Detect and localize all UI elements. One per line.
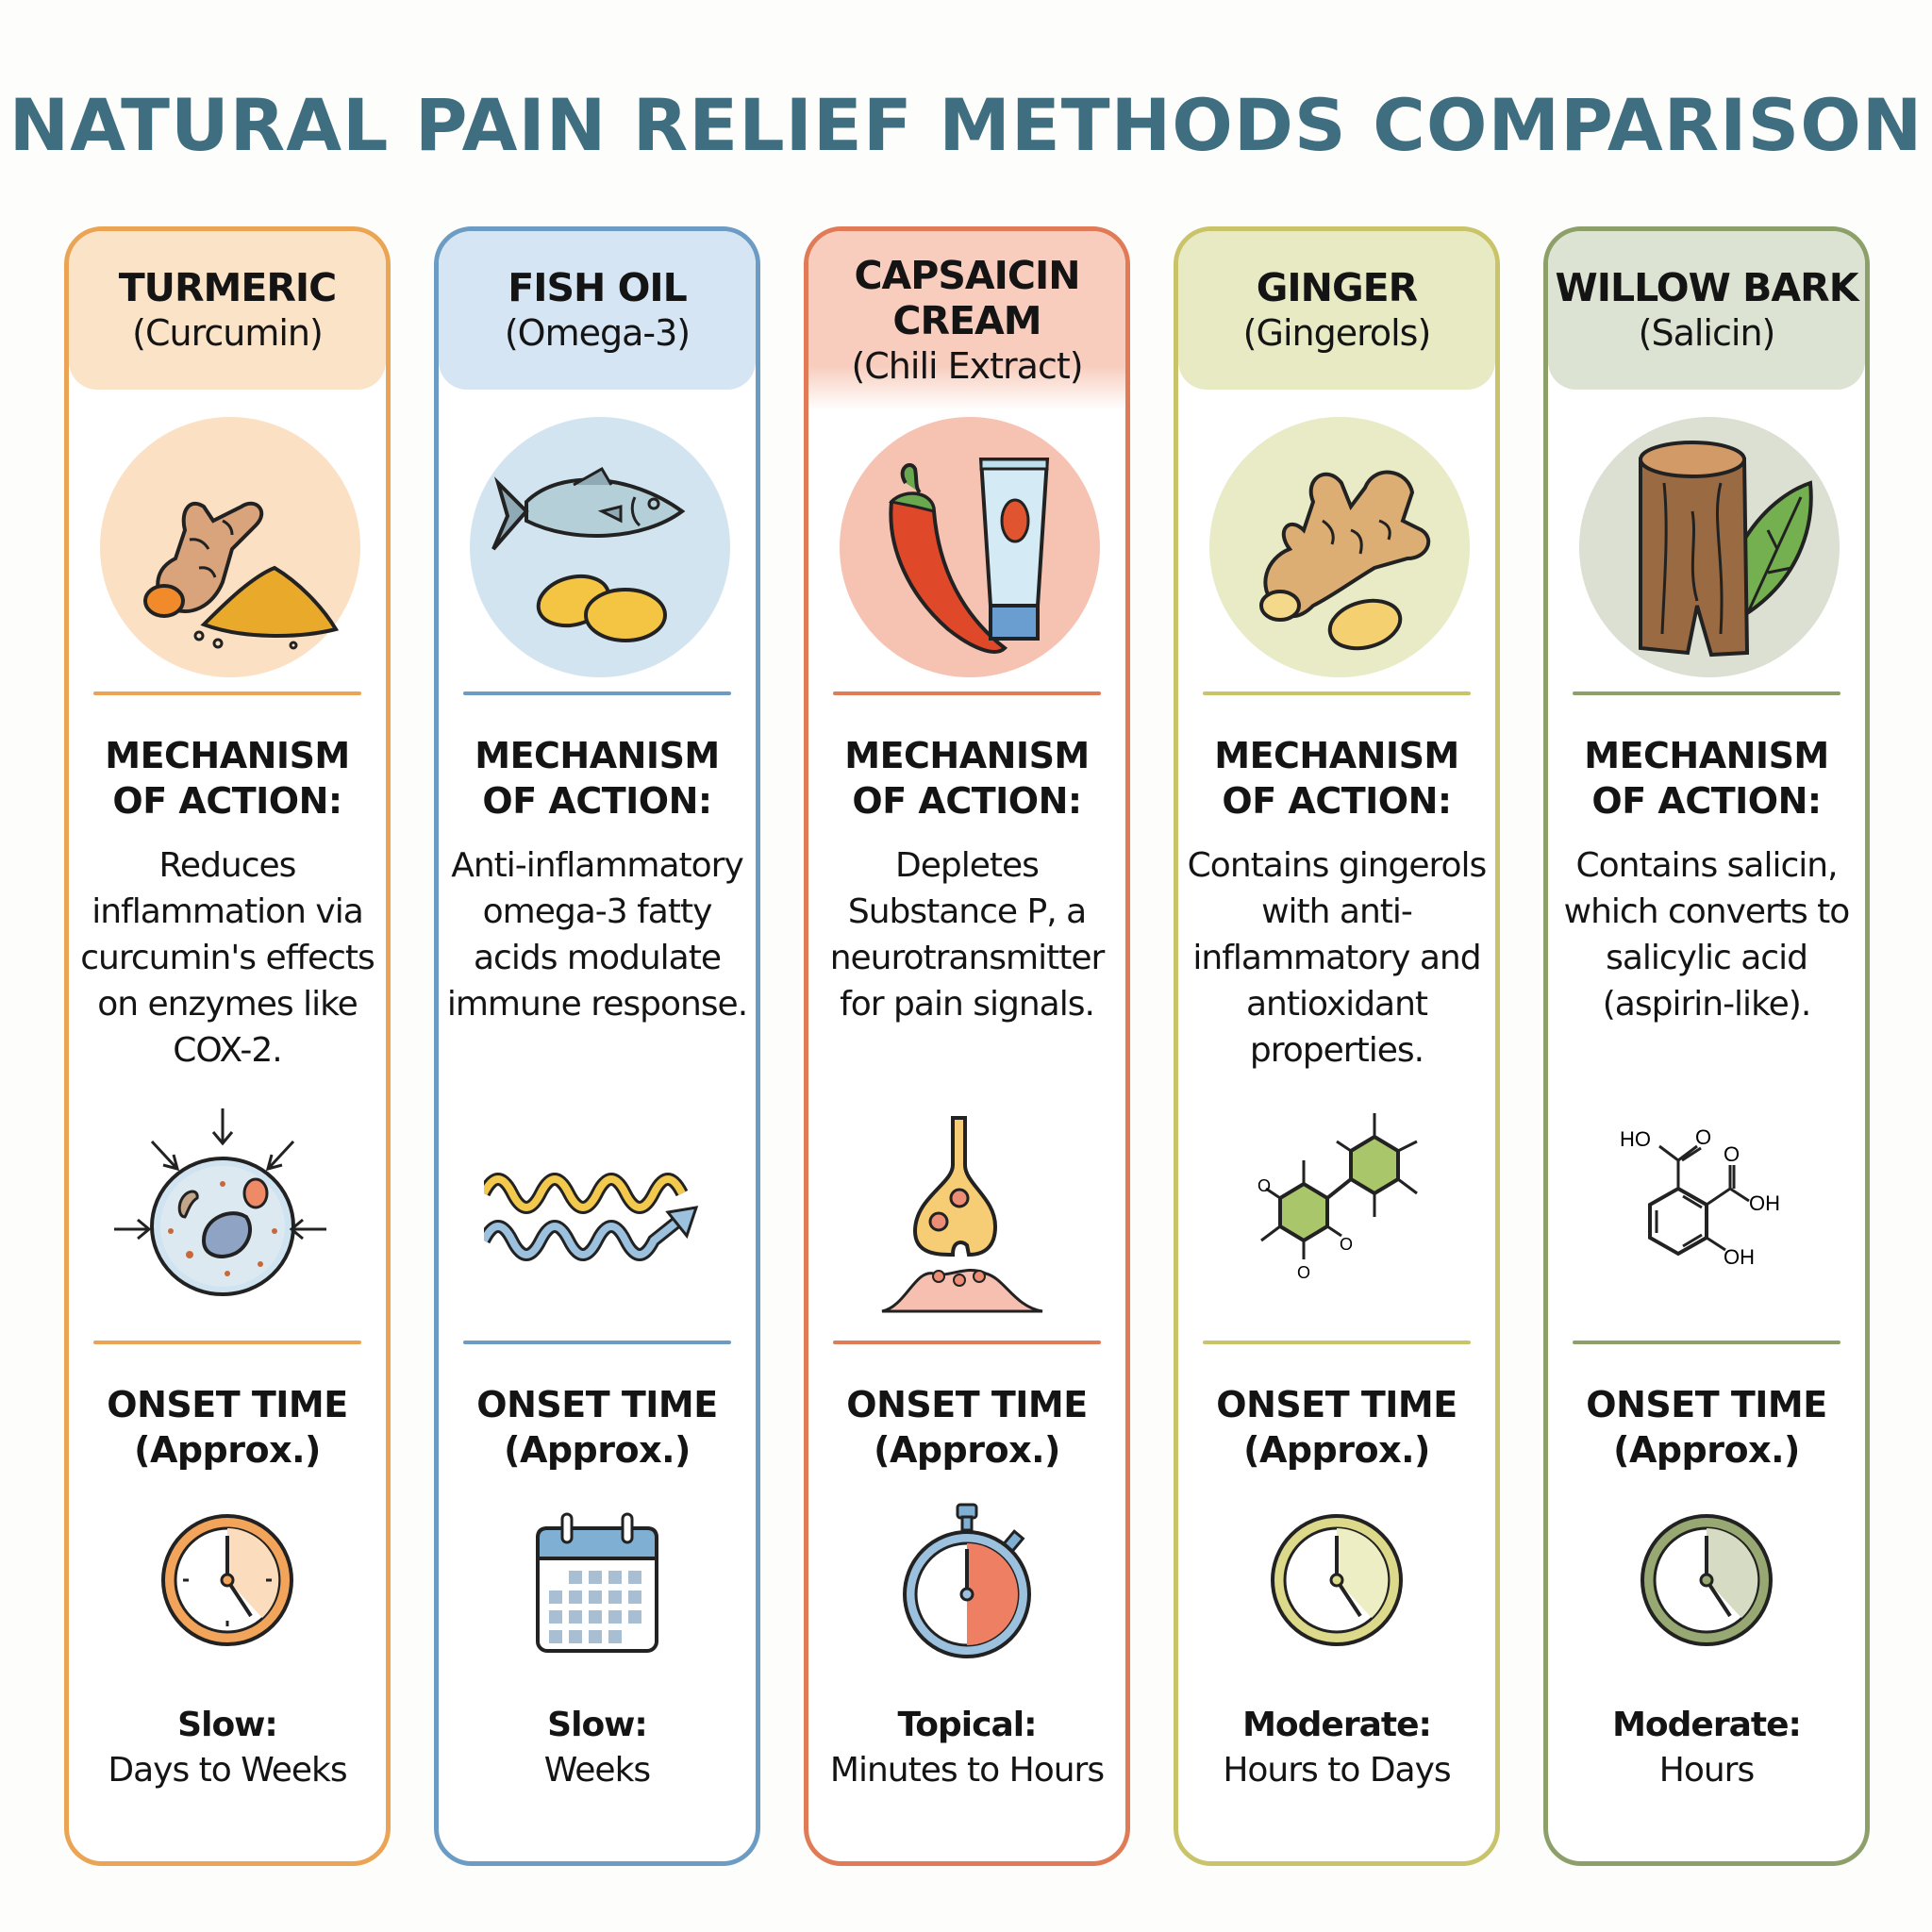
molecule-structure-icon: O O O: [1224, 1099, 1450, 1325]
wave-signal-icon: [477, 1080, 710, 1307]
section-divider: [93, 1341, 361, 1344]
section-divider: [93, 691, 361, 695]
synapse-icon: [854, 1108, 1080, 1335]
fish-and-capsules-icon: [470, 417, 730, 677]
log-and-leaf-icon: [1579, 417, 1840, 677]
turmeric-root-and-powder-icon: [100, 417, 360, 677]
onset-heading: ONSET TIME(Approx.): [1586, 1384, 1827, 1471]
section-divider: [1573, 691, 1840, 695]
mechanism-description: Contains salicin, which converts to sali…: [1563, 846, 1851, 1024]
onset-range: Minutes to Hours: [829, 1751, 1105, 1790]
onset-speed: Slow:: [177, 1706, 278, 1744]
onset-speed: Moderate:: [1242, 1706, 1432, 1744]
method-compound: (Omega-3): [504, 312, 691, 354]
method-compound: (Curcumin): [132, 312, 324, 354]
page-title: NATURAL PAIN RELIEF METHODS COMPARISON: [8, 83, 1924, 167]
clock-icon: [157, 1500, 298, 1660]
card-header: FISH OIL (Omega-3): [439, 231, 756, 390]
svg-text:O: O: [1724, 1142, 1740, 1166]
svg-text:O: O: [1340, 1235, 1353, 1254]
section-divider: [833, 1341, 1101, 1344]
svg-text:HO: HO: [1620, 1127, 1651, 1151]
method-name: WILLOW BARK: [1555, 265, 1859, 310]
onset-range: Hours to Days: [1223, 1751, 1451, 1790]
section-divider: [1203, 1341, 1471, 1344]
method-name: TURMERIC: [118, 265, 338, 310]
onset-speed: Slow:: [547, 1706, 648, 1744]
svg-text:OH: OH: [1724, 1245, 1755, 1269]
svg-text:O: O: [1257, 1176, 1271, 1195]
method-name-line2: CREAM: [892, 298, 1041, 343]
section-divider: [833, 691, 1101, 695]
onset-range: Days to Weeks: [108, 1751, 347, 1790]
onset-range: Hours: [1658, 1751, 1755, 1790]
svg-text:OH: OH: [1749, 1191, 1780, 1215]
card-header: GINGER (Gingerols): [1178, 231, 1495, 390]
method-compound: (Salicin): [1638, 312, 1776, 354]
calendar-icon: [526, 1500, 668, 1660]
mechanism-description: Anti-inflammatory omega-3 fatty acids mo…: [446, 846, 748, 1024]
mechanism-description: Contains gingerols with anti-inflammator…: [1187, 846, 1488, 1070]
section-divider: [463, 691, 731, 695]
cell-under-pressure-icon: [114, 1099, 341, 1325]
onset-heading: ONSET TIME(Approx.): [846, 1384, 1088, 1471]
method-name-line1: CAPSAICIN: [854, 253, 1080, 298]
ginger-root-icon: [1209, 417, 1470, 677]
onset-range: Weeks: [543, 1751, 651, 1790]
onset-heading: ONSET TIME(Approx.): [107, 1384, 348, 1471]
method-name: GINGER: [1256, 265, 1418, 310]
section-divider: [1573, 1341, 1840, 1344]
section-divider: [1203, 691, 1471, 695]
method-card-capsaicin-cream: CAPSAICIN CREAM (Chili Extract) MECHANIS…: [804, 226, 1130, 1866]
clock-icon: [1636, 1500, 1777, 1660]
chili-and-cream-tube-icon: [840, 417, 1100, 677]
onset-speed: Topical:: [897, 1706, 1038, 1744]
onset-heading: ONSET TIME(Approx.): [1216, 1384, 1457, 1471]
salicylic-acid-structure-icon: HO O O OH OH: [1593, 1099, 1820, 1325]
section-divider: [463, 1341, 731, 1344]
card-header: CAPSAICIN CREAM (Chili Extract): [808, 231, 1125, 410]
svg-text:O: O: [1695, 1125, 1711, 1149]
method-name: FISH OIL: [508, 265, 688, 310]
mechanism-description: Depletes Substance P, a neurotransmitter…: [829, 846, 1106, 1024]
clock-icon: [1266, 1500, 1407, 1660]
card-header: TURMERIC (Curcumin): [69, 231, 386, 390]
svg-text:O: O: [1297, 1263, 1310, 1282]
onset-speed: Moderate:: [1612, 1706, 1802, 1744]
onset-heading: ONSET TIME(Approx.): [476, 1384, 718, 1471]
stopwatch-icon: [896, 1500, 1038, 1660]
method-compound: (Chili Extract): [851, 345, 1083, 387]
mechanism-description: Reduces inflammation via curcumin's effe…: [80, 846, 375, 1070]
method-compound: (Gingerols): [1242, 312, 1432, 354]
card-header: WILLOW BARK (Salicin): [1548, 231, 1865, 390]
